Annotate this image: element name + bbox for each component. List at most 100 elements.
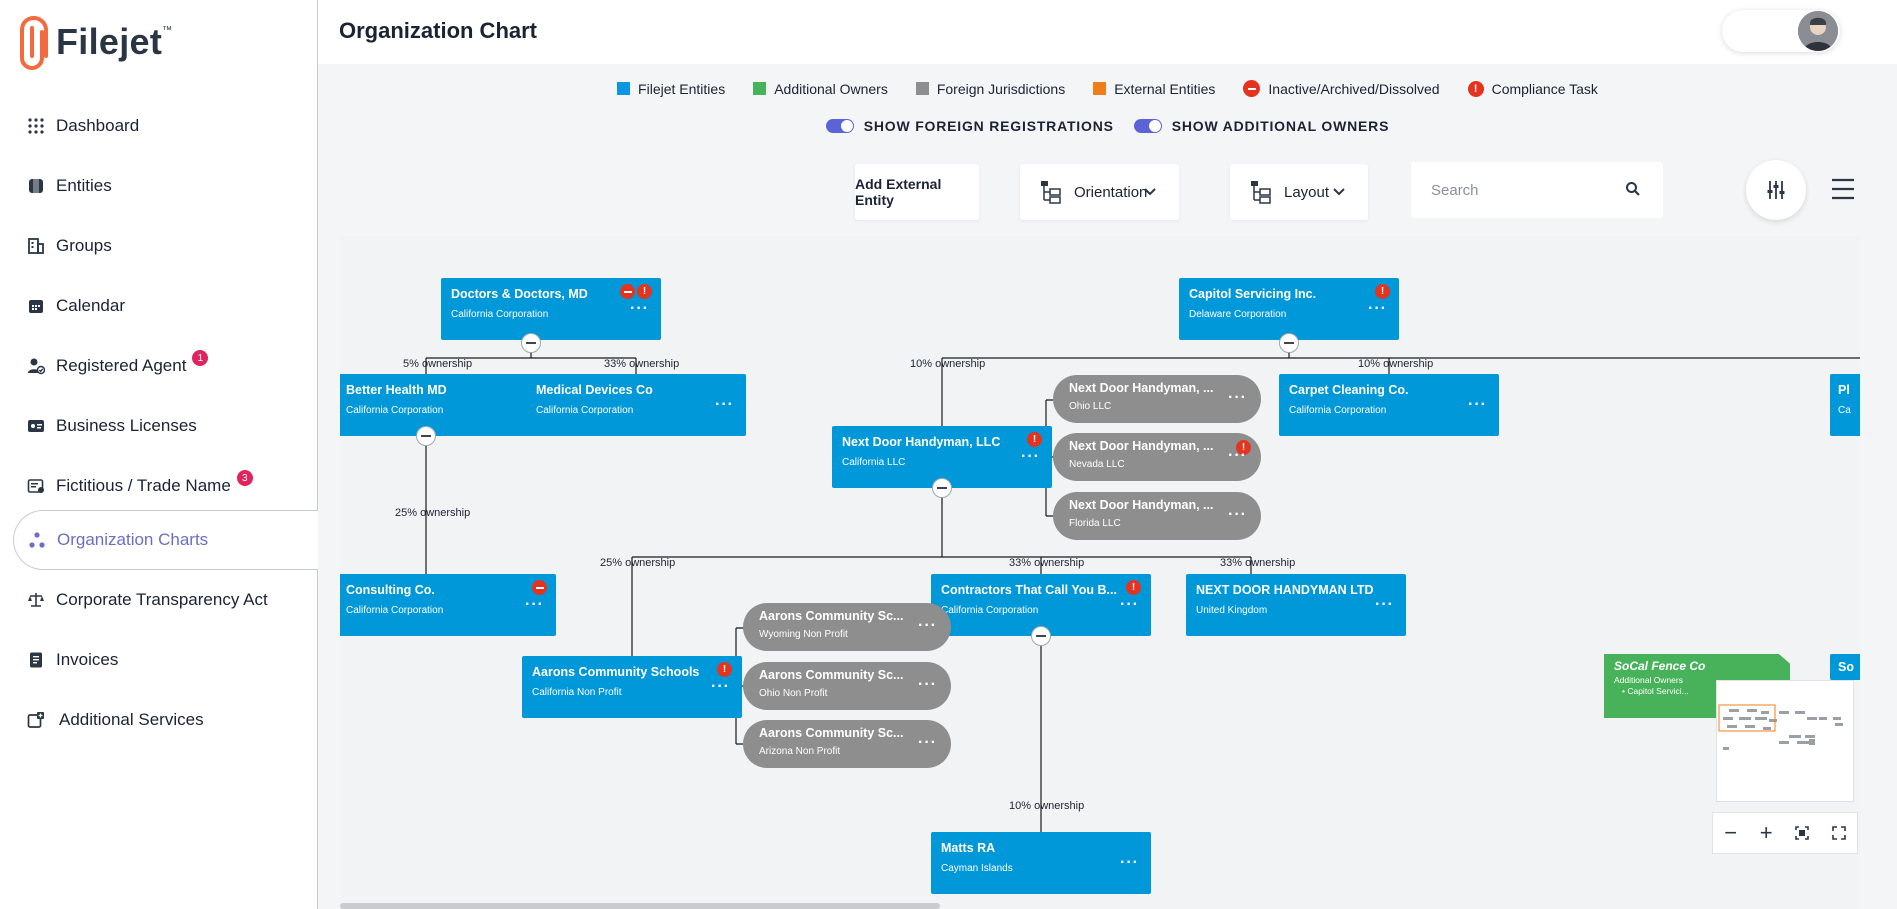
edge-label: 33% ownership xyxy=(1009,557,1085,569)
toggle-additional-owners[interactable]: SHOW ADDITIONAL OWNERS xyxy=(1133,118,1389,134)
foreign-registration-node[interactable]: Aarons Community Sc... Ohio Non Profit ·… xyxy=(743,662,951,710)
collapse-toggle[interactable] xyxy=(1279,333,1299,353)
entity-type: California Corporation xyxy=(536,405,634,416)
more-options-icon[interactable]: ··· xyxy=(630,300,649,317)
legend-swatch xyxy=(617,82,631,95)
entity-node[interactable]: Matts RA Cayman Islands ··· xyxy=(931,832,1151,894)
collapse-toggle[interactable] xyxy=(1031,626,1051,646)
collapse-toggle[interactable] xyxy=(416,426,436,446)
more-options-icon[interactable]: ··· xyxy=(711,678,730,695)
sidebar-item-entities[interactable]: Entities xyxy=(0,158,318,214)
additional-owners-label: Additional Owners xyxy=(1614,675,1683,685)
foreign-registration-node[interactable]: Aarons Community Sc... Arizona Non Profi… xyxy=(743,720,951,768)
entity-type: Ca xyxy=(1838,405,1851,416)
more-options-icon[interactable]: ··· xyxy=(1228,389,1247,406)
minimap[interactable] xyxy=(1716,680,1854,802)
page-title: Organization Chart xyxy=(339,18,538,43)
entity-type: California Corporation xyxy=(346,605,444,616)
more-options-icon[interactable]: ··· xyxy=(1120,596,1139,613)
user-menu[interactable] xyxy=(1722,10,1840,52)
entity-name: Matts RA xyxy=(941,841,996,855)
entity-node[interactable]: Aarons Community Schools California Non … xyxy=(522,656,742,718)
more-options-icon[interactable]: ··· xyxy=(1228,447,1247,464)
more-options-icon[interactable]: ··· xyxy=(1120,854,1139,871)
layout-label: Layout xyxy=(1284,183,1330,201)
entity-node[interactable]: Doctors & Doctors, MD California Corpora… xyxy=(441,278,661,340)
sidebar-item-organization-charts[interactable]: Organization Charts xyxy=(13,510,323,570)
minimap-preview xyxy=(1718,704,1843,750)
hamburger-menu-icon[interactable] xyxy=(1830,176,1856,202)
org-chart-canvas[interactable]: 5% ownership 33% ownership 25% ownership… xyxy=(340,236,1860,909)
entity-node[interactable]: Better Health MD California Corporation … xyxy=(340,374,556,436)
zoom-out-icon[interactable]: − xyxy=(1724,820,1738,845)
additional-owner-item: • Capitol Servici... xyxy=(1622,686,1689,696)
toggle-row: SHOW FOREIGN REGISTRATIONS SHOW ADDITION… xyxy=(318,118,1897,134)
search-box[interactable] xyxy=(1411,162,1663,218)
collapse-toggle[interactable] xyxy=(521,333,541,353)
more-options-icon[interactable]: ··· xyxy=(525,596,544,613)
filter-settings-button[interactable] xyxy=(1746,160,1806,220)
sidebar-item-invoices[interactable]: Invoices xyxy=(0,632,318,688)
fullscreen-icon[interactable] xyxy=(1831,826,1846,840)
sidebar-item-registered-agent[interactable]: Registered Agent 1 xyxy=(0,338,318,394)
toggle-switch[interactable] xyxy=(825,119,854,133)
sidebar-item-label: Calendar xyxy=(56,296,125,315)
more-options-icon[interactable]: ··· xyxy=(1368,300,1387,317)
license-icon xyxy=(26,416,46,436)
search-icon[interactable] xyxy=(1625,181,1641,197)
more-options-icon[interactable]: ··· xyxy=(1228,506,1247,523)
orientation-dropdown[interactable]: Orientation xyxy=(1020,164,1179,220)
entity-node[interactable]: Carpet Cleaning Co. California Corporati… xyxy=(1279,374,1499,436)
entity-name: Aarons Community Schools xyxy=(532,665,700,679)
logo-text: Filejet xyxy=(56,21,163,62)
entities-icon xyxy=(26,176,46,196)
sidebar-item-additional-services[interactable]: Additional Services xyxy=(0,692,318,748)
entity-node[interactable]: Medical Devices Co California Corporatio… xyxy=(526,374,746,436)
sidebar-item-calendar[interactable]: Calendar xyxy=(0,278,318,334)
entity-node-partial[interactable]: Pl Ca xyxy=(1830,374,1860,436)
fit-view-icon[interactable] xyxy=(1795,826,1809,840)
search-input[interactable] xyxy=(1431,181,1621,199)
compliance-task-icon: ! xyxy=(1126,580,1141,595)
entity-name: Next Door Handyman, LLC xyxy=(842,435,1001,449)
toggle-switch[interactable] xyxy=(1133,119,1162,133)
foreign-registration-node[interactable]: Aarons Community Sc... Wyoming Non Profi… xyxy=(743,603,951,651)
zoom-in-icon[interactable]: + xyxy=(1759,820,1773,845)
collapse-toggle[interactable] xyxy=(932,478,952,498)
foreign-registration-node[interactable]: Next Door Handyman, ... Ohio LLC ··· xyxy=(1053,375,1261,423)
layout-dropdown[interactable]: Layout xyxy=(1230,164,1368,220)
more-options-icon[interactable]: ··· xyxy=(918,617,937,634)
more-options-icon[interactable]: ··· xyxy=(1468,396,1487,413)
sidebar-item-label: Business Licenses xyxy=(56,416,197,435)
edge-label: 33% ownership xyxy=(1220,557,1296,569)
more-options-icon[interactable]: ··· xyxy=(1375,596,1394,613)
filejet-paperclip-icon xyxy=(20,16,48,70)
avatar[interactable] xyxy=(1798,11,1838,51)
sidebar-item-business-licenses[interactable]: Business Licenses xyxy=(0,398,318,454)
foreign-registration-node[interactable]: Next Door Handyman, ... Nevada LLC ! ··· xyxy=(1053,433,1261,481)
sidebar-item-groups[interactable]: Groups xyxy=(0,218,318,274)
legend-label: Inactive/Archived/Dissolved xyxy=(1268,80,1440,97)
entity-type: United Kingdom xyxy=(1196,605,1268,616)
entity-node-partial[interactable]: So xyxy=(1830,654,1860,680)
sidebar-item-label: Organization Charts xyxy=(57,530,209,549)
entity-node[interactable]: Contractors That Call You B... Californi… xyxy=(931,574,1151,636)
more-options-icon[interactable]: ··· xyxy=(918,734,937,751)
toggle-foreign-registrations[interactable]: SHOW FOREIGN REGISTRATIONS xyxy=(825,118,1114,134)
status-icons xyxy=(532,580,547,595)
more-options-icon[interactable]: ··· xyxy=(1021,448,1040,465)
legend-label: Compliance Task xyxy=(1491,80,1598,97)
foreign-registration-node[interactable]: Next Door Handyman, ... Florida LLC ··· xyxy=(1053,492,1261,540)
sidebar-item-fictitious-trade-name[interactable]: Fictitious / Trade Name 3 xyxy=(0,458,318,514)
entity-node[interactable]: NEXT DOOR HANDYMAN LTD United Kingdom ··… xyxy=(1186,574,1406,636)
horizontal-scrollbar[interactable] xyxy=(340,903,940,909)
sidebar-item-dashboard[interactable]: Dashboard xyxy=(0,98,318,154)
more-options-icon[interactable]: ··· xyxy=(918,676,937,693)
entity-node[interactable]: Consulting Co. California Corporation ··… xyxy=(340,574,556,636)
entity-name: Better Health MD xyxy=(346,383,447,397)
entity-node[interactable]: Capitol Servicing Inc. Delaware Corporat… xyxy=(1179,278,1399,340)
add-external-entity-button[interactable]: Add External Entity xyxy=(855,164,979,220)
sidebar-item-corporate-transparency-act[interactable]: Corporate Transparency Act xyxy=(0,572,318,628)
more-options-icon[interactable]: ··· xyxy=(715,396,734,413)
